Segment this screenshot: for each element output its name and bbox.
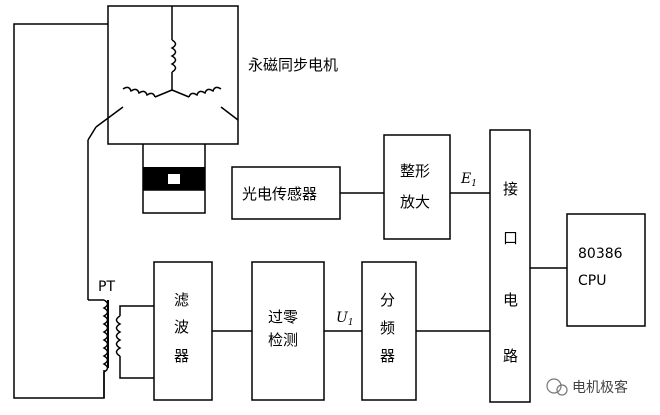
watermark-text: 电机极客: [572, 379, 628, 396]
encoder-slot: [168, 174, 180, 184]
motor-lead: [87, 126, 97, 141]
cpu-box: [566, 213, 646, 327]
watermark: 电机极客: [546, 378, 628, 396]
pt-label: PT: [98, 279, 115, 295]
outer-wire: [13, 23, 108, 399]
motor-label: 永磁同步电机: [248, 56, 338, 74]
motor-winding-right: [171, 86, 239, 121]
shaper-label-2: 放大: [400, 193, 430, 211]
divider-char-2: 频: [380, 319, 395, 337]
interface-char-2: 口: [503, 229, 518, 247]
interface-char-3: 电: [503, 291, 518, 309]
motor-box: [107, 5, 239, 145]
signal-e1: E1: [460, 171, 477, 189]
sensor-label: 光电传感器: [242, 185, 317, 203]
zero-label-2: 检测: [268, 331, 298, 349]
cpu-label-1: 80386: [578, 246, 623, 262]
filter-char-3: 器: [174, 347, 189, 365]
shaper-box: [383, 134, 451, 240]
filter-char-1: 滤: [174, 291, 189, 309]
interface-char-4: 路: [503, 347, 518, 365]
pt-secondary-coil: [115, 305, 154, 379]
motor-winding-top: [170, 6, 177, 90]
filter-char-2: 波: [174, 318, 189, 336]
interface-char-1: 接: [503, 180, 518, 198]
pt-primary-coil: [88, 299, 109, 398]
shaper-label-1: 整形: [400, 162, 430, 180]
cpu-label-2: CPU: [578, 273, 606, 289]
wechat-icon: [546, 378, 562, 394]
divider-char-1: 分: [380, 291, 395, 309]
divider-char-3: 器: [380, 347, 395, 365]
signal-u1: U1: [336, 310, 354, 328]
motor-winding-left: [95, 86, 173, 128]
interface-box: [489, 129, 531, 403]
zero-label-1: 过零: [268, 308, 298, 326]
